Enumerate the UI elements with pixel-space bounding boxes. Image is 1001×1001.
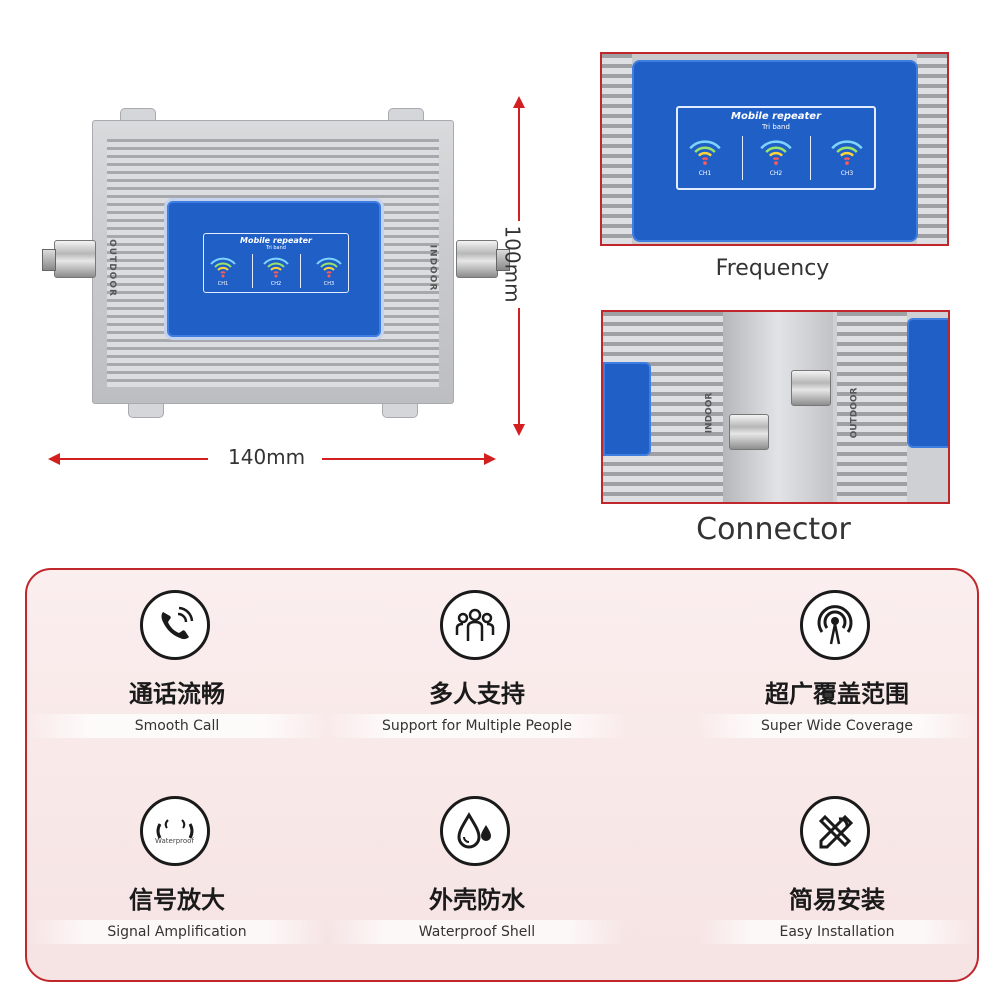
display-screen: Mobile repeater Tri band [676,106,876,190]
feature-title-cn: 外壳防水 [429,886,525,914]
frequency-detail-image: Mobile repeater Tri band [600,52,949,246]
frequency-caption: Frequency [715,256,830,281]
divider [810,136,811,180]
indoor-label: INDOOR [704,392,715,434]
phone-call-icon [140,590,210,660]
screen-subtitle: Tri band [762,123,790,131]
screen-title: Mobile repeater [240,236,312,245]
waterproof-icon-text: Waterproof [155,837,194,845]
indoor-connector [456,240,510,278]
heat-sink-fins [837,312,907,502]
dimension-arrow-down [513,424,525,436]
channel-label: CH3 [323,281,335,287]
divider [742,136,743,180]
height-dimension-label: 100mm [500,225,525,303]
screen-title: Mobile repeater [731,111,821,122]
features-panel: 通话流畅 Smooth Call 多人支持 Support for Multip… [25,568,979,982]
connector-detail-image: INDOOR OUTDOOR [601,310,950,504]
wifi-signal-icon [210,257,236,278]
feature-wide-coverage: 超广覆盖范围 Super Wide Coverage [677,590,977,750]
device-body: Mobile repeater Tri band [92,120,454,404]
tools-icon [800,796,870,866]
feature-title-en: Super Wide Coverage [697,714,977,738]
heat-sink-fins [602,54,632,244]
wifi-signal-icon [316,257,342,278]
repeater-device-image: Mobile repeater Tri band [92,106,454,418]
width-dimension-label: 140mm [228,445,306,469]
outdoor-connector [791,370,831,406]
feature-easy-installation: 简易安装 Easy Installation [677,796,977,956]
wifi-signal-icon [760,140,792,165]
channel-label: CH2 [270,281,282,287]
channel-label: CH1 [698,170,712,177]
feature-multiple-people: 多人支持 Support for Multiple People [327,590,627,750]
display-panel: Mobile repeater Tri band [632,60,918,242]
indoor-label: INDOOR [427,244,438,292]
channel-label: CH2 [769,170,783,177]
connector-caption: Connector [696,512,851,547]
screen-subtitle: Tri band [266,245,286,251]
feature-title-cn: 多人支持 [429,680,525,708]
dimension-arrow-right [484,453,496,465]
feature-title-cn: 通话流畅 [129,680,225,708]
divider [252,254,253,288]
device-display-panel: Mobile repeater Tri band [167,201,381,337]
heat-sink-fins [917,54,947,244]
waterproof-icon: Waterproof [140,796,210,866]
dimension-line [58,458,208,460]
dimension-line [518,308,520,426]
outdoor-connector [42,240,96,278]
water-drops-icon [440,796,510,866]
feature-title-en: Support for Multiple People [327,714,627,738]
feature-waterproof-shell: 外壳防水 Waterproof Shell [327,796,627,956]
display-panel-edge [907,318,948,448]
display-panel-edge [603,362,651,456]
channel-label: CH1 [217,281,229,287]
channel-label: CH3 [840,170,854,177]
feature-title-en: Easy Installation [697,920,977,944]
outdoor-label: OUTDOOR [106,239,117,297]
dimension-line [322,458,486,460]
indoor-connector [729,414,769,450]
dimension-arrow-left [48,453,60,465]
feature-smooth-call: 通话流畅 Smooth Call [27,590,327,750]
feature-title-en: Smooth Call [27,714,327,738]
feature-title-cn: 超广覆盖范围 [765,680,909,708]
wifi-signal-icon [689,140,721,165]
display-screen: Mobile repeater Tri band [203,233,349,293]
people-group-icon [440,590,510,660]
feature-title-en: Waterproof Shell [327,920,627,944]
outdoor-label: OUTDOOR [849,387,860,439]
wifi-signal-icon [831,140,863,165]
feature-title-cn: 信号放大 [129,886,225,914]
gap [723,312,833,502]
wifi-signal-icon [263,257,289,278]
feature-signal-amplification: Waterproof 信号放大 Signal Amplification [27,796,327,956]
feature-title-cn: 简易安装 [789,886,885,914]
divider [300,254,301,288]
feature-title-en: Signal Amplification [27,920,327,944]
antenna-signal-icon [800,590,870,660]
dimension-line [518,106,520,221]
dimension-arrow-up [513,96,525,108]
